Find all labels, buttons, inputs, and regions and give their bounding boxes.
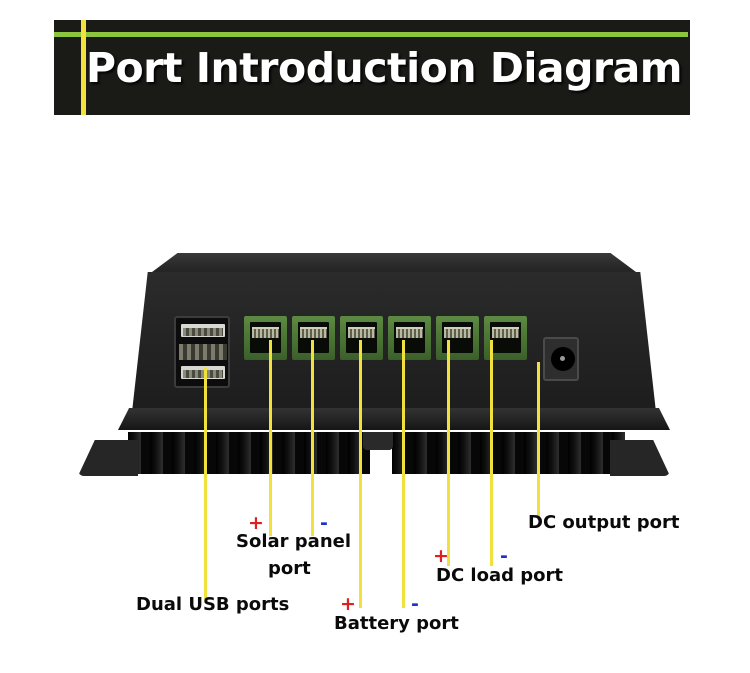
terminal-block-battery-negative	[388, 316, 431, 360]
leader-line-solar-positive	[269, 340, 272, 536]
terminal-screw	[348, 327, 375, 338]
heatsink-gap	[295, 432, 304, 474]
heatsink-gap	[317, 432, 326, 474]
heatsink-fin	[150, 432, 163, 474]
polarity-plus-solar: +	[248, 512, 264, 534]
heatsink-fin	[458, 432, 471, 474]
usb-tongue-lower	[183, 370, 223, 378]
polarity-minus-battery: -	[411, 593, 419, 615]
callout-label-solar-panel-line2: port	[268, 558, 311, 579]
heatsink-gap	[537, 432, 546, 474]
heatsink-fin	[326, 432, 339, 474]
callout-label-battery-port: Battery port	[334, 613, 459, 634]
terminal-screw	[396, 327, 423, 338]
dc-output-jack	[543, 337, 579, 381]
dc-jack-center-pin	[560, 356, 565, 361]
heatsink-gap	[361, 432, 370, 474]
heatsink-gap	[229, 432, 238, 474]
polarity-plus-battery: +	[340, 593, 356, 615]
heatsink-fin	[502, 432, 515, 474]
callout-label-dc-output-port: DC output port	[528, 512, 680, 533]
leader-line-dual-usb	[204, 368, 207, 600]
terminal-screw	[252, 327, 279, 338]
heatsink-center-notch	[363, 432, 393, 450]
terminal-screw	[444, 327, 471, 338]
polarity-minus-load: -	[500, 545, 508, 567]
heatsink-gap	[559, 432, 568, 474]
heatsink-fin	[172, 432, 185, 474]
callout-label-solar-panel-line1: Solar panel	[236, 531, 352, 552]
page-title: Port Introduction Diagram	[85, 43, 683, 92]
polarity-plus-load: +	[433, 545, 449, 567]
heatsink-fin	[568, 432, 581, 474]
header-green-accent-line	[54, 32, 688, 37]
callout-label-dc-load-port: DC load port	[436, 565, 563, 586]
heatsink-fin	[480, 432, 493, 474]
heatsink-gap	[515, 432, 524, 474]
heatsink-gap	[581, 432, 590, 474]
heatsink-gap	[603, 432, 612, 474]
heatsink-gap	[207, 432, 216, 474]
heatsink-fin	[238, 432, 251, 474]
heatsink-fin	[414, 432, 427, 474]
polarity-minus-solar: -	[320, 512, 328, 534]
terminal-block-solar-positive	[244, 316, 287, 360]
heatsink-gap	[163, 432, 172, 474]
heatsink-fin	[194, 432, 207, 474]
heatsink-gap	[185, 432, 194, 474]
terminal-block-load-positive	[436, 316, 479, 360]
heatsink-gap	[405, 432, 414, 474]
heatsink-gap	[493, 432, 502, 474]
leader-line-battery-negative	[402, 340, 405, 608]
heatsink-fin	[282, 432, 295, 474]
device-foot-right	[610, 440, 670, 476]
terminal-screw	[492, 327, 519, 338]
leader-line-battery-positive	[359, 340, 362, 608]
heatsink-gap	[339, 432, 348, 474]
terminal-block-battery-positive	[340, 316, 383, 360]
heatsink-gap	[427, 432, 436, 474]
heatsink-gap	[471, 432, 480, 474]
usb-tongue-upper	[183, 328, 223, 336]
heatsink-fin	[216, 432, 229, 474]
leader-line-load-negative	[490, 340, 493, 566]
leader-line-dc-output	[537, 362, 540, 520]
terminal-screw	[300, 327, 327, 338]
device-lower-lip	[118, 408, 670, 430]
heatsink-fin	[436, 432, 449, 474]
heatsink-gap	[449, 432, 458, 474]
heatsink-fin	[348, 432, 361, 474]
terminal-block-solar-negative	[292, 316, 335, 360]
leader-line-solar-negative	[311, 340, 314, 536]
heatsink-gap	[251, 432, 260, 474]
callout-label-dual-usb-ports: Dual USB ports	[136, 594, 290, 615]
heatsink-fin	[546, 432, 559, 474]
heatsink-gap	[141, 432, 150, 474]
heatsink-fin	[590, 432, 603, 474]
leader-line-load-positive	[447, 340, 450, 566]
heatsink-gap	[273, 432, 282, 474]
device-top-shell	[148, 253, 640, 275]
heatsink-fin	[392, 432, 405, 474]
usb-divider	[179, 344, 227, 360]
heatsink-fin	[524, 432, 537, 474]
dual-usb-port	[174, 316, 230, 388]
device-foot-left	[78, 440, 138, 476]
header-yellow-accent-line	[81, 20, 86, 115]
